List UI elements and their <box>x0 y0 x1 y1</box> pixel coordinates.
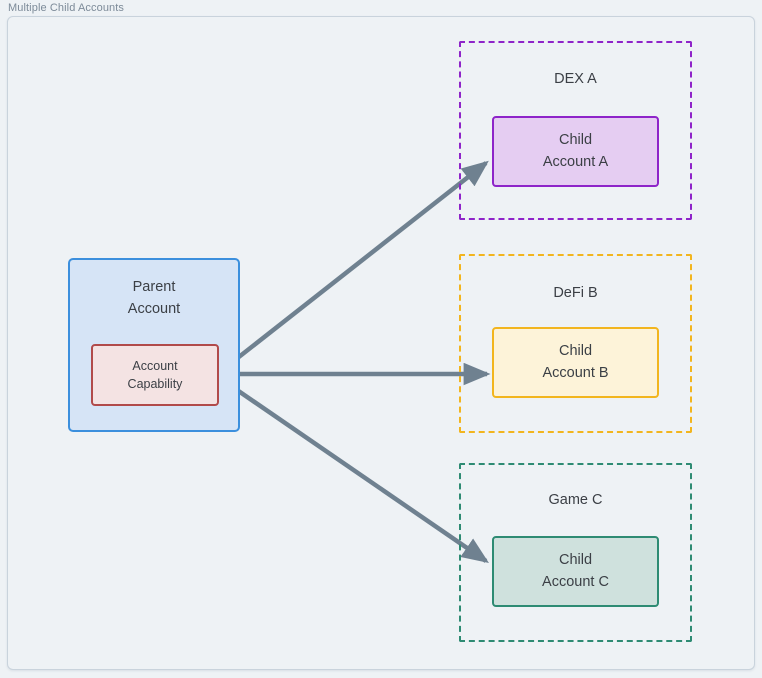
group-game-c[interactable]: Game C <box>459 463 692 642</box>
account-capability-label-line2: Capability <box>127 377 183 391</box>
child-account-c-label-line1: Child <box>558 551 593 568</box>
edge-capability-to-child-c <box>219 377 489 564</box>
group-game-c-label: Game C <box>548 492 603 508</box>
account-capability-label-line1: Account <box>132 358 178 373</box>
child-account-c-node[interactable]: Child Account C <box>492 536 659 607</box>
child-account-c-label-line2: Account C <box>542 573 609 590</box>
account-capability-node[interactable]: Account Capability <box>91 344 219 406</box>
diagram-title: Multiple Child Accounts <box>8 2 125 14</box>
child-account-a-label-line1: Child <box>558 131 593 148</box>
group-dex-a-label: DEX A <box>554 71 597 87</box>
child-account-b-label-line1: Child <box>558 342 593 359</box>
group-dex-a[interactable]: DEX A <box>459 41 692 220</box>
group-defi-b-label: DeFi B <box>553 285 598 301</box>
parent-account-label-line2: Account <box>127 300 181 317</box>
child-account-a-node[interactable]: Child Account A <box>492 116 659 187</box>
parent-account-label-line1: Parent <box>132 279 176 295</box>
edge-capability-to-child-a <box>219 160 489 373</box>
group-defi-b[interactable]: DeFi B <box>459 254 692 433</box>
child-account-a-label-line2: Account A <box>542 153 609 170</box>
child-account-b-label-line2: Account B <box>542 364 609 381</box>
child-account-b-node[interactable]: Child Account B <box>492 327 659 398</box>
